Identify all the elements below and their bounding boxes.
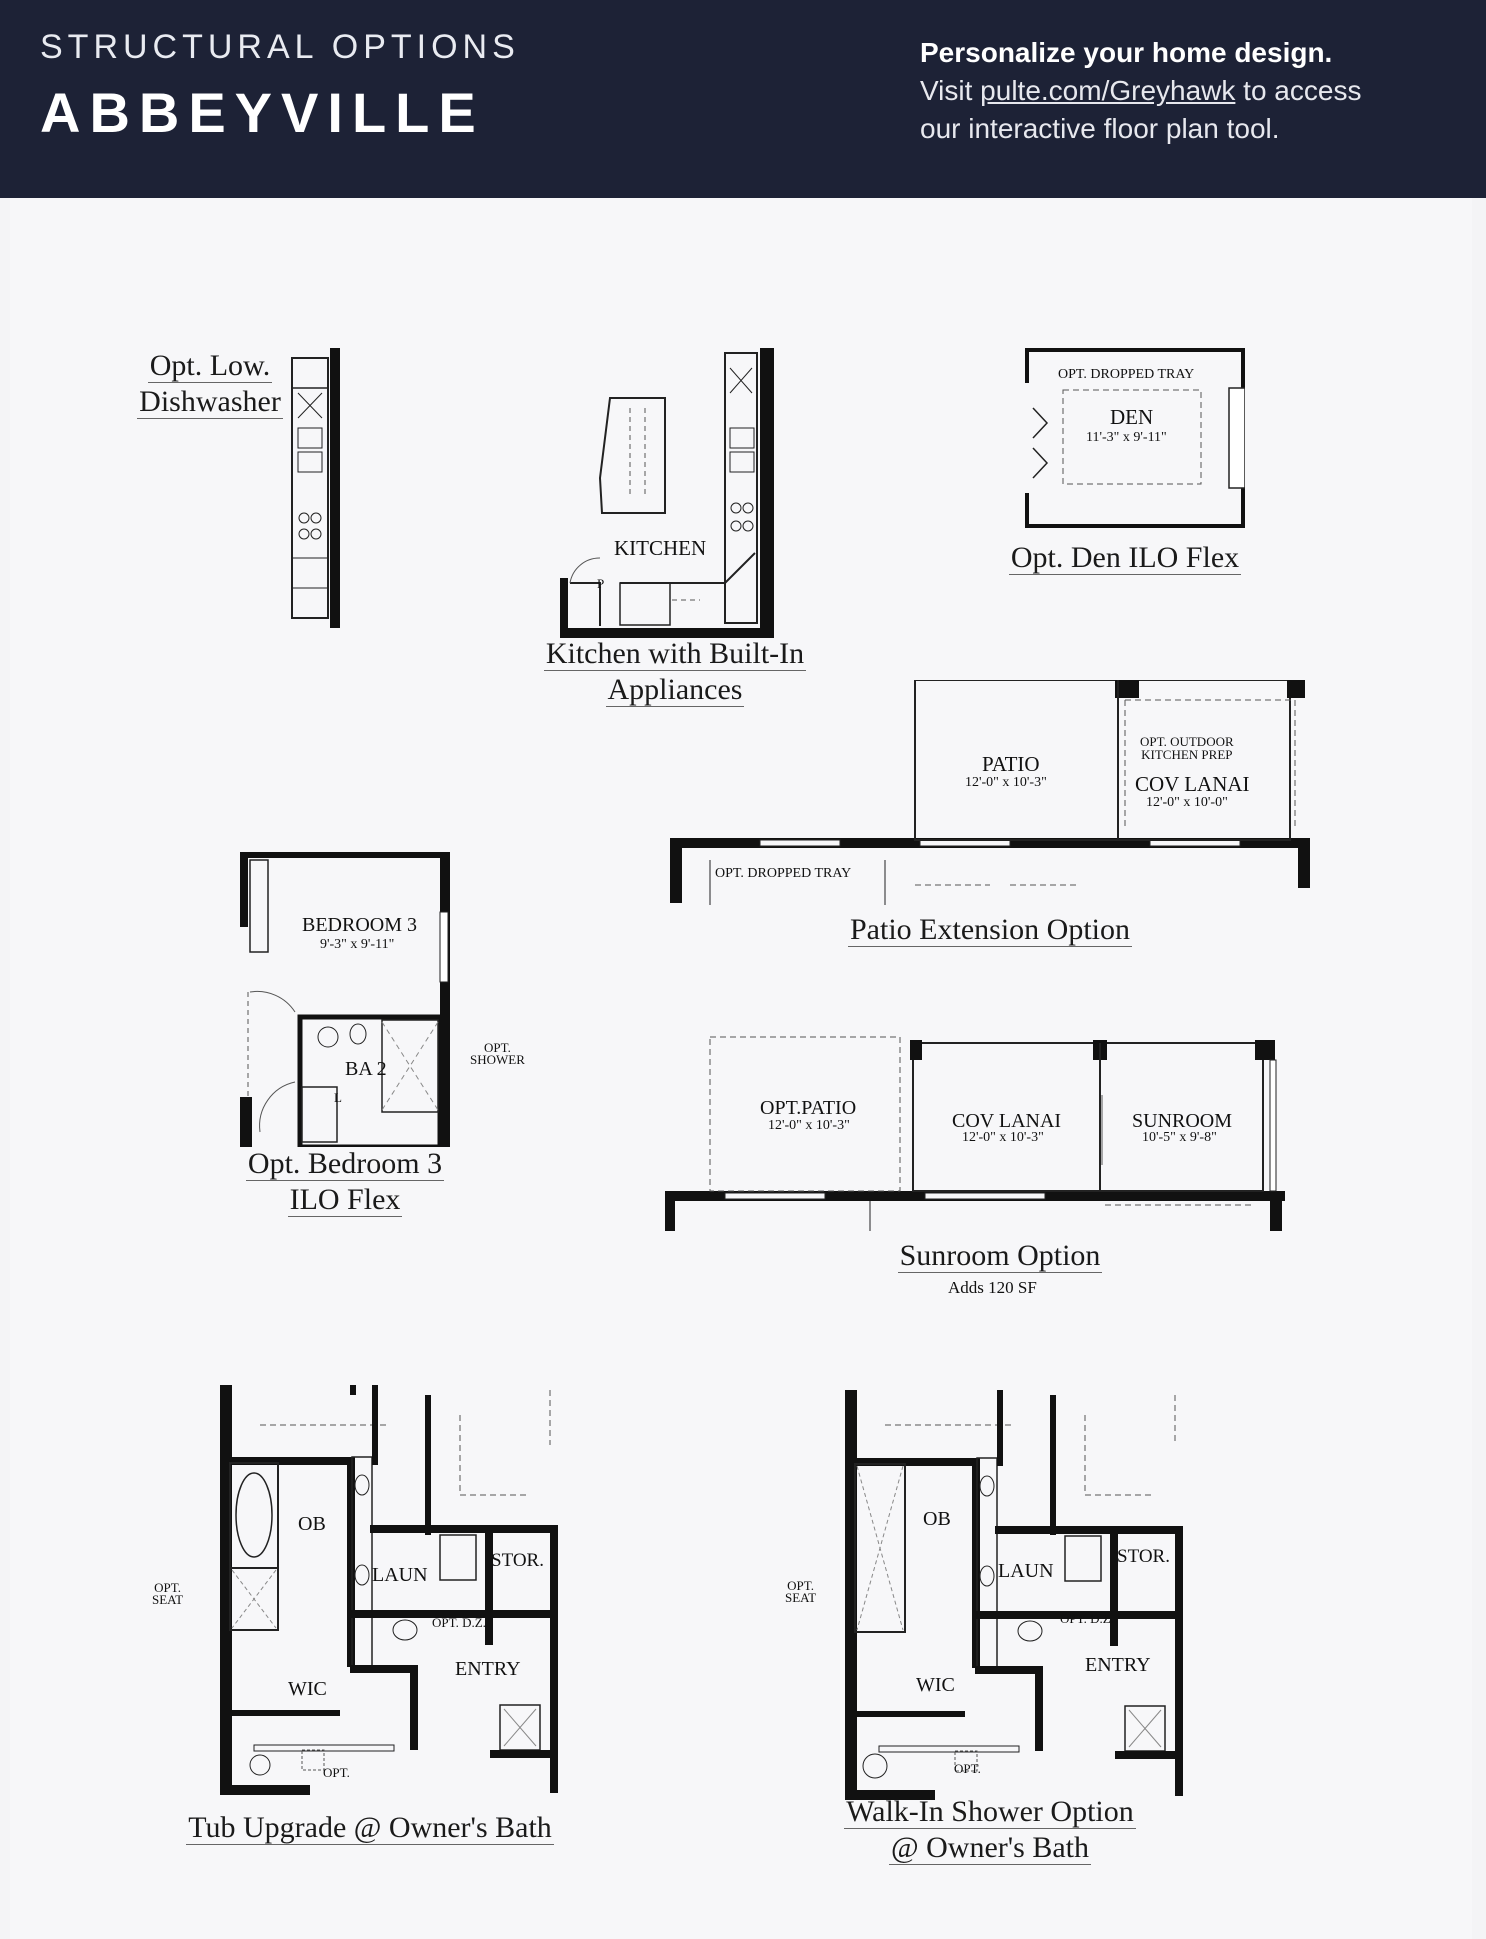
tub-caption-text: Tub Upgrade @ Owner's Bath bbox=[186, 1811, 554, 1845]
kitchen-caption-line2: Appliances bbox=[605, 673, 745, 707]
patio-caption: Patio Extension Option bbox=[820, 912, 1160, 948]
shower-entry-label: ENTRY bbox=[1085, 1654, 1151, 1676]
den-dims: 11'-3" x 9'-11" bbox=[1086, 430, 1167, 445]
kitchen-plan bbox=[560, 348, 780, 638]
tub-laun-label: LAUN bbox=[372, 1564, 428, 1586]
patio-label: PATIO bbox=[982, 752, 1040, 776]
shower-dz-label: OPT. D.Z. bbox=[1060, 1611, 1114, 1626]
promo-headline: Personalize your home design. bbox=[920, 37, 1333, 68]
bedroom-label: BEDROOM 3 bbox=[302, 914, 418, 936]
shower-laun-label: LAUN bbox=[998, 1560, 1054, 1582]
tub-seat-label: OPT. SEAT bbox=[152, 1580, 184, 1607]
promo-text: Personalize your home design. Visit pult… bbox=[920, 34, 1480, 148]
sun-lanai-dims: 12'-0" x 10'-3" bbox=[962, 1130, 1044, 1145]
bedroom-plan bbox=[240, 852, 450, 1147]
dishwasher-caption-line1: Opt. Low. bbox=[147, 349, 273, 383]
pantry-label: P bbox=[597, 576, 605, 591]
kitchen-caption: Kitchen with Built-In Appliances bbox=[505, 636, 845, 708]
promo-line-2: Visit pulte.com/Greyhawk to access bbox=[920, 72, 1480, 110]
den-tray-label: OPT. DROPPED TRAY bbox=[1058, 367, 1195, 382]
opt-shower-line2: SHOWER bbox=[470, 1052, 525, 1067]
patio-plan bbox=[670, 680, 1310, 910]
tub-opt-label: OPT. bbox=[323, 1765, 350, 1780]
patio-caption-text: Patio Extension Option bbox=[848, 913, 1132, 947]
cov-lanai-dims: 12'-0" x 10'-0" bbox=[1146, 795, 1228, 810]
patio-tray-label: OPT. DROPPED TRAY bbox=[715, 866, 852, 881]
dishwasher-caption-line2: Dishwasher bbox=[137, 385, 283, 419]
sunroom-label: SUNROOM bbox=[1132, 1110, 1233, 1132]
shower-wic-label: WIC bbox=[916, 1674, 955, 1696]
shower-plan bbox=[845, 1390, 1185, 1800]
sunroom-dims: 10'-5" x 9'-8" bbox=[1142, 1130, 1217, 1145]
bedroom-caption: Opt. Bedroom 3 ILO Flex bbox=[220, 1146, 470, 1218]
sunroom-plan bbox=[665, 1035, 1285, 1235]
tub-dz-label: OPT. D.Z. bbox=[432, 1615, 486, 1630]
den-caption-text: Opt. Den ILO Flex bbox=[1008, 541, 1242, 575]
tub-seat-line1: OPT. bbox=[154, 1580, 181, 1595]
header-banner: STRUCTURAL OPTIONS ABBEYVILLE Personaliz… bbox=[0, 0, 1486, 198]
tub-entry-label: ENTRY bbox=[455, 1658, 521, 1680]
opt-patio-label: OPT.PATIO bbox=[760, 1097, 857, 1119]
cov-lanai-label: COV LANAI bbox=[1135, 772, 1250, 796]
sunroom-note: Adds 120 SF bbox=[948, 1278, 1037, 1297]
den-plan bbox=[1025, 348, 1245, 528]
tub-wic-label: WIC bbox=[288, 1678, 327, 1700]
den-caption: Opt. Den ILO Flex bbox=[980, 540, 1270, 576]
promo-line-3: our interactive floor plan tool. bbox=[920, 113, 1280, 144]
kitchen-caption-line1: Kitchen with Built-In bbox=[543, 637, 807, 671]
outdoor-kitchen-label: OPT. OUTDOOR KITCHEN PREP bbox=[1140, 735, 1234, 761]
dishwasher-caption: Opt. Low. Dishwasher bbox=[110, 348, 310, 420]
bedroom-dims: 9'-3" x 9'-11" bbox=[320, 937, 395, 952]
tub-seat-line2: SEAT bbox=[152, 1592, 184, 1607]
promo-visit: Visit bbox=[920, 75, 973, 106]
sun-lanai-label: COV LANAI bbox=[952, 1110, 1062, 1132]
outdoor-kitchen-line2: KITCHEN PREP bbox=[1141, 747, 1233, 762]
patio-dims: 12'-0" x 10'-3" bbox=[965, 775, 1047, 790]
promo-link[interactable]: pulte.com/Greyhawk bbox=[980, 75, 1236, 106]
shower-seat-line2: SEAT bbox=[785, 1590, 817, 1605]
bedroom-caption-line1: Opt. Bedroom 3 bbox=[245, 1147, 445, 1181]
dishwasher-plan bbox=[290, 348, 350, 628]
linen-label: L bbox=[334, 1090, 342, 1105]
sunroom-caption-text: Sunroom Option bbox=[897, 1239, 1103, 1273]
shower-stor-label: STOR. bbox=[1117, 1546, 1170, 1567]
shower-opt-label: OPT. bbox=[954, 1761, 981, 1776]
shower-seat-line1: OPT. bbox=[787, 1578, 814, 1593]
shower-seat-label: OPT. SEAT bbox=[785, 1578, 817, 1605]
bedroom-caption-line2: ILO Flex bbox=[287, 1183, 403, 1217]
opt-shower-label: OPT. SHOWER bbox=[470, 1040, 525, 1067]
tub-ob-label: OB bbox=[298, 1513, 326, 1535]
shower-ob-label: OB bbox=[923, 1508, 951, 1530]
tub-plan bbox=[220, 1385, 560, 1795]
bath-2-label: BA 2 bbox=[345, 1058, 387, 1080]
den-label: DEN bbox=[1110, 405, 1154, 429]
outdoor-kitchen-line1: OPT. OUTDOOR bbox=[1140, 734, 1234, 749]
shower-caption-line1: Walk-In Shower Option bbox=[844, 1795, 1136, 1829]
tub-caption: Tub Upgrade @ Owner's Bath bbox=[150, 1810, 590, 1846]
kitchen-label: KITCHEN bbox=[614, 536, 707, 560]
opt-patio-dims: 12'-0" x 10'-3" bbox=[768, 1118, 850, 1133]
header-subtitle: STRUCTURAL OPTIONS bbox=[40, 28, 520, 66]
opt-shower-line1: OPT. bbox=[484, 1040, 511, 1055]
plan-title: ABBEYVILLE bbox=[40, 81, 485, 144]
sunroom-caption: Sunroom Option bbox=[840, 1238, 1160, 1274]
shower-caption-line2: @ Owner's Bath bbox=[888, 1831, 1091, 1865]
tub-stor-label: STOR. bbox=[491, 1550, 544, 1571]
shower-caption: Walk-In Shower Option @ Owner's Bath bbox=[820, 1794, 1160, 1866]
promo-rest: to access bbox=[1243, 75, 1362, 106]
